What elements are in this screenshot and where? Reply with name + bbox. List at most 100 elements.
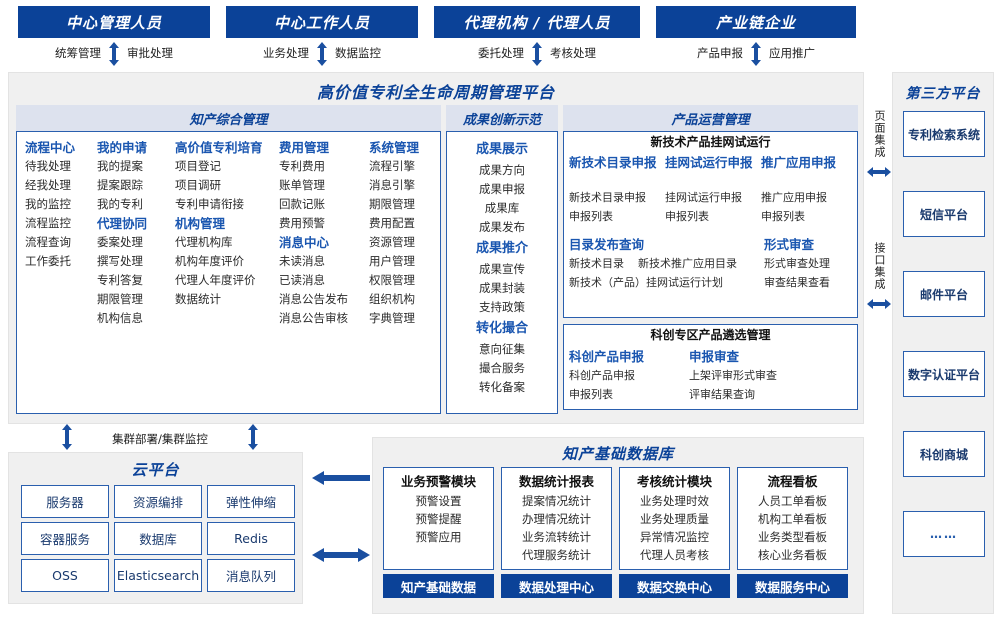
product-ops-catalog-item-2[interactable]: 新技术（产品）挂网试运行计划 (569, 276, 723, 289)
ipm-item-1-1-2[interactable]: 专利答复 (97, 273, 143, 287)
ipm-item-2-1-3[interactable]: 数据统计 (175, 292, 221, 306)
product-ops-review-item-1[interactable]: 审查结果查看 (764, 276, 830, 289)
innovation-item-1-1[interactable]: 成果封装 (479, 281, 525, 295)
ipm-item-4-0-5[interactable]: 用户管理 (369, 254, 415, 268)
kdb-item-2-1[interactable]: 业务处理质量 (640, 512, 709, 526)
cloud-cell-1[interactable]: 资源编排 (114, 485, 202, 518)
ipm-item-1-1-0[interactable]: 委案处理 (97, 235, 143, 249)
kdb-footer-2[interactable]: 数据交换中心 (619, 574, 730, 598)
ipm-item-4-0-0[interactable]: 流程引擎 (369, 159, 415, 173)
ipm-item-2-1-2[interactable]: 代理人年度评价 (175, 273, 256, 287)
product-ops-item-2-1[interactable]: 申报列表 (761, 210, 805, 223)
cloud-cell-5[interactable]: Redis (207, 522, 295, 555)
ipm-item-1-1-4[interactable]: 机构信息 (97, 311, 143, 325)
product-ops-sci-item-0-1[interactable]: 申报列表 (569, 388, 613, 401)
ipm-item-4-0-6[interactable]: 权限管理 (369, 273, 415, 287)
innovation-item-2-2[interactable]: 转化备案 (479, 380, 525, 394)
ipm-item-1-0-1[interactable]: 提案跟踪 (97, 178, 143, 192)
product-ops-sci-item-1-0[interactable]: 上架评审形式审查 (689, 369, 777, 382)
third-party-item-4[interactable]: 科创商城 (903, 431, 985, 477)
kdb-item-3-2[interactable]: 业务类型看板 (758, 530, 827, 544)
ipm-item-4-0-7[interactable]: 组织机构 (369, 292, 415, 306)
ipm-item-4-0-1[interactable]: 消息引擎 (369, 178, 415, 192)
cloud-cell-7[interactable]: Elasticsearch (114, 559, 202, 592)
ipm-item-2-0-1[interactable]: 项目调研 (175, 178, 221, 192)
innovation-item-2-1[interactable]: 撮合服务 (479, 361, 525, 375)
third-party-item-3[interactable]: 数字认证平台 (903, 351, 985, 397)
ipm-item-3-0-1[interactable]: 账单管理 (279, 178, 325, 192)
ipm-item-2-0-2[interactable]: 专利申请衔接 (175, 197, 244, 211)
innovation-item-0-2[interactable]: 成果库 (484, 201, 520, 215)
innovation-item-0-0[interactable]: 成果方向 (479, 163, 525, 177)
ipm-item-3-1-0[interactable]: 未读消息 (279, 254, 325, 268)
product-ops-sci-item-0-0[interactable]: 科创产品申报 (569, 369, 635, 382)
ipm-item-2-1-1[interactable]: 机构年度评价 (175, 254, 244, 268)
ipm-item-1-1-3[interactable]: 期限管理 (97, 292, 143, 306)
innovation-item-2-0[interactable]: 意向征集 (479, 342, 525, 356)
kdb-item-1-0[interactable]: 提案情况统计 (522, 494, 591, 508)
ipm-item-3-0-0[interactable]: 专利费用 (279, 159, 325, 173)
ipm-item-0-0-5[interactable]: 工作委托 (25, 254, 71, 268)
cloud-cell-2[interactable]: 弹性伸缩 (207, 485, 295, 518)
kdb-item-1-1[interactable]: 办理情况统计 (522, 512, 591, 526)
third-party-item-2[interactable]: 邮件平台 (903, 271, 985, 317)
kdb-footer-1[interactable]: 数据处理中心 (501, 574, 612, 598)
kdb-item-1-3[interactable]: 代理服务统计 (522, 548, 591, 562)
kdb-item-1-2[interactable]: 业务流转统计 (522, 530, 591, 544)
kdb-footer-3[interactable]: 数据服务中心 (737, 574, 848, 598)
ipm-item-0-0-3[interactable]: 流程监控 (25, 216, 71, 230)
third-party-item-5[interactable]: …… (903, 511, 985, 557)
innovation-item-0-1[interactable]: 成果申报 (479, 182, 525, 196)
product-ops-item-2-0[interactable]: 推广应用申报 (761, 191, 827, 204)
role-actions-0: 统筹管理审批处理 (18, 38, 210, 68)
third-party-item-1[interactable]: 短信平台 (903, 191, 985, 237)
ipm-item-4-0-4[interactable]: 资源管理 (369, 235, 415, 249)
ipm-item-3-1-2[interactable]: 消息公告发布 (279, 292, 348, 306)
ipm-item-4-0-3[interactable]: 费用配置 (369, 216, 415, 230)
ipm-item-0-0-2[interactable]: 我的监控 (25, 197, 71, 211)
innovation-item-1-0[interactable]: 成果宣传 (479, 262, 525, 276)
ipm-item-1-0-2[interactable]: 我的专利 (97, 197, 143, 211)
ipm-item-3-1-1[interactable]: 已读消息 (279, 273, 325, 287)
role-title-2: 代理机构 / 代理人员 (434, 6, 640, 38)
product-ops-catalog-item-0[interactable]: 新技术目录 (569, 257, 624, 270)
ipm-item-0-0-0[interactable]: 待我处理 (25, 159, 71, 173)
kdb-item-0-0[interactable]: 预警设置 (415, 494, 462, 508)
cloud-cell-0[interactable]: 服务器 (21, 485, 109, 518)
product-ops-item-1-1[interactable]: 申报列表 (665, 210, 709, 223)
ipm-item-1-1-1[interactable]: 撰写处理 (97, 254, 143, 268)
ipm-item-2-0-0[interactable]: 项目登记 (175, 159, 221, 173)
kdb-item-2-3[interactable]: 代理人员考核 (640, 548, 709, 562)
cloud-cell-6[interactable]: OSS (21, 559, 109, 592)
kdb-item-0-1[interactable]: 预警提醒 (415, 512, 462, 526)
product-ops-item-0-0[interactable]: 新技术目录申报 (569, 191, 646, 204)
cloud-cell-3[interactable]: 容器服务 (21, 522, 109, 555)
innovation-item-0-3[interactable]: 成果发布 (479, 220, 525, 234)
innovation-item-1-2[interactable]: 支持政策 (479, 300, 525, 314)
kdb-item-3-1[interactable]: 机构工单看板 (758, 512, 827, 526)
cloud-cell-4[interactable]: 数据库 (114, 522, 202, 555)
product-ops-sci-item-1-1[interactable]: 评审结果查询 (689, 388, 755, 401)
ipm-item-2-1-0[interactable]: 代理机构库 (175, 235, 233, 249)
product-ops-review-item-0[interactable]: 形式审查处理 (764, 257, 830, 270)
kdb-item-3-0[interactable]: 人员工单看板 (758, 494, 827, 508)
kdb-item-2-2[interactable]: 异常情况监控 (640, 530, 709, 544)
third-party-item-0[interactable]: 专利检索系统 (903, 111, 985, 157)
product-ops-item-0-1[interactable]: 申报列表 (569, 210, 613, 223)
kdb-header-0: 业务预警模块 (400, 474, 476, 489)
kdb-item-0-2[interactable]: 预警应用 (415, 530, 462, 544)
ipm-item-3-0-3[interactable]: 费用预警 (279, 216, 325, 230)
product-ops-catalog-item-1[interactable]: 新技术推广应用目录 (638, 257, 737, 270)
product-ops-item-1-0[interactable]: 挂网试运行申报 (665, 191, 742, 204)
kdb-footer-0[interactable]: 知产基础数据 (383, 574, 494, 598)
cloud-cell-8[interactable]: 消息队列 (207, 559, 295, 592)
ipm-item-3-0-2[interactable]: 回款记账 (279, 197, 325, 211)
kdb-item-3-3[interactable]: 核心业务看板 (758, 548, 827, 562)
ipm-item-4-0-8[interactable]: 字典管理 (369, 311, 415, 325)
ipm-item-1-0-0[interactable]: 我的提案 (97, 159, 143, 173)
ipm-item-3-1-3[interactable]: 消息公告审核 (279, 311, 348, 325)
kdb-item-2-0[interactable]: 业务处理时效 (640, 494, 709, 508)
ipm-item-0-0-4[interactable]: 流程查询 (25, 235, 71, 249)
ipm-item-0-0-1[interactable]: 经我处理 (25, 178, 71, 192)
ipm-item-4-0-2[interactable]: 期限管理 (369, 197, 415, 211)
